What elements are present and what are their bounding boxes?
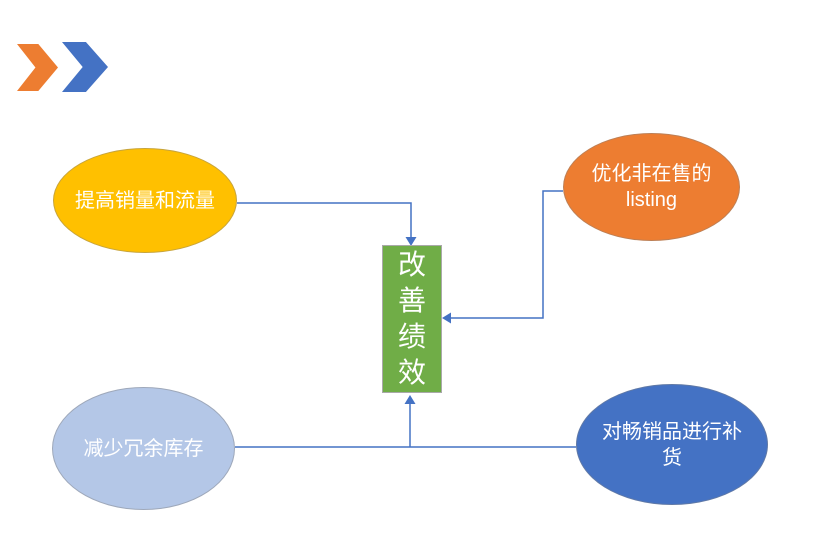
- node-label: 提高销量和流量: [75, 189, 215, 212]
- node-restock-best-sellers: 对畅销品进行补货: [576, 384, 768, 505]
- node-label: 减少冗余库存: [83, 437, 204, 460]
- center-goal-label: 改善绩效: [397, 249, 426, 388]
- node-label: 对畅销品进行补货: [602, 420, 742, 469]
- node-reduce-redundant-inventory: 减少冗余库存: [52, 387, 235, 510]
- chevron-right-icon: [17, 44, 58, 91]
- node-increase-sales-and-traffic: 提高销量和流量: [53, 148, 237, 253]
- chevron-right-icon: [62, 42, 108, 92]
- node-optimize-inactive-listings: 优化非在售的 listing: [563, 133, 740, 241]
- connector-topleft-to-center: [237, 202, 412, 238]
- arrowhead-up-icon: [404, 395, 416, 404]
- node-label: 优化非在售的 listing: [591, 163, 712, 211]
- center-goal-box: 改善绩效: [382, 245, 442, 393]
- arrowhead-left-icon: [442, 312, 451, 324]
- connector-topright-to-center: [450, 190, 563, 319]
